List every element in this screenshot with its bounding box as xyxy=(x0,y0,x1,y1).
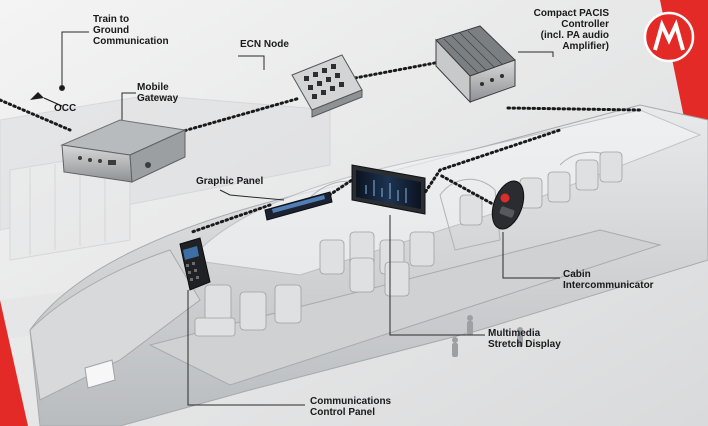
leader-lines xyxy=(59,31,560,406)
m-logo-icon xyxy=(643,11,695,63)
network-connections xyxy=(0,60,642,234)
label-occ: OCC xyxy=(54,103,77,114)
label-cabin-intercommunicator: Cabin Intercommunicator xyxy=(563,269,654,291)
multimedia-stretch-display-device xyxy=(351,164,426,215)
graphic-panel-device xyxy=(264,191,333,221)
occ-arrow-line xyxy=(43,97,63,107)
label-mobile-gateway: Mobile Gateway xyxy=(137,82,179,104)
occ-arrow-icon xyxy=(30,92,44,100)
cabin-intercommunicator-device xyxy=(491,180,525,230)
red-accent-bottom-left xyxy=(0,300,28,426)
people-figures xyxy=(452,315,523,357)
label-compact-pacis-controller: Compact PACIS Controller (incl. PA audio… xyxy=(533,8,609,52)
compact-pacis-controller-device xyxy=(435,25,516,104)
label-ecn-node: ECN Node xyxy=(240,39,289,50)
red-accent-top-right xyxy=(618,0,708,235)
mobile-gateway-device xyxy=(60,119,187,183)
label-multimedia-stretch-display: Multimedia Stretch Display xyxy=(488,328,561,350)
seats xyxy=(194,151,623,337)
label-communications-control-panel: Communications Control Panel xyxy=(310,396,392,418)
ecn-node-device xyxy=(291,54,363,118)
communications-control-panel-device xyxy=(179,237,211,291)
label-graphic-panel: Graphic Panel xyxy=(196,176,264,187)
label-train-to-ground: Train to Ground Communication xyxy=(93,14,169,47)
